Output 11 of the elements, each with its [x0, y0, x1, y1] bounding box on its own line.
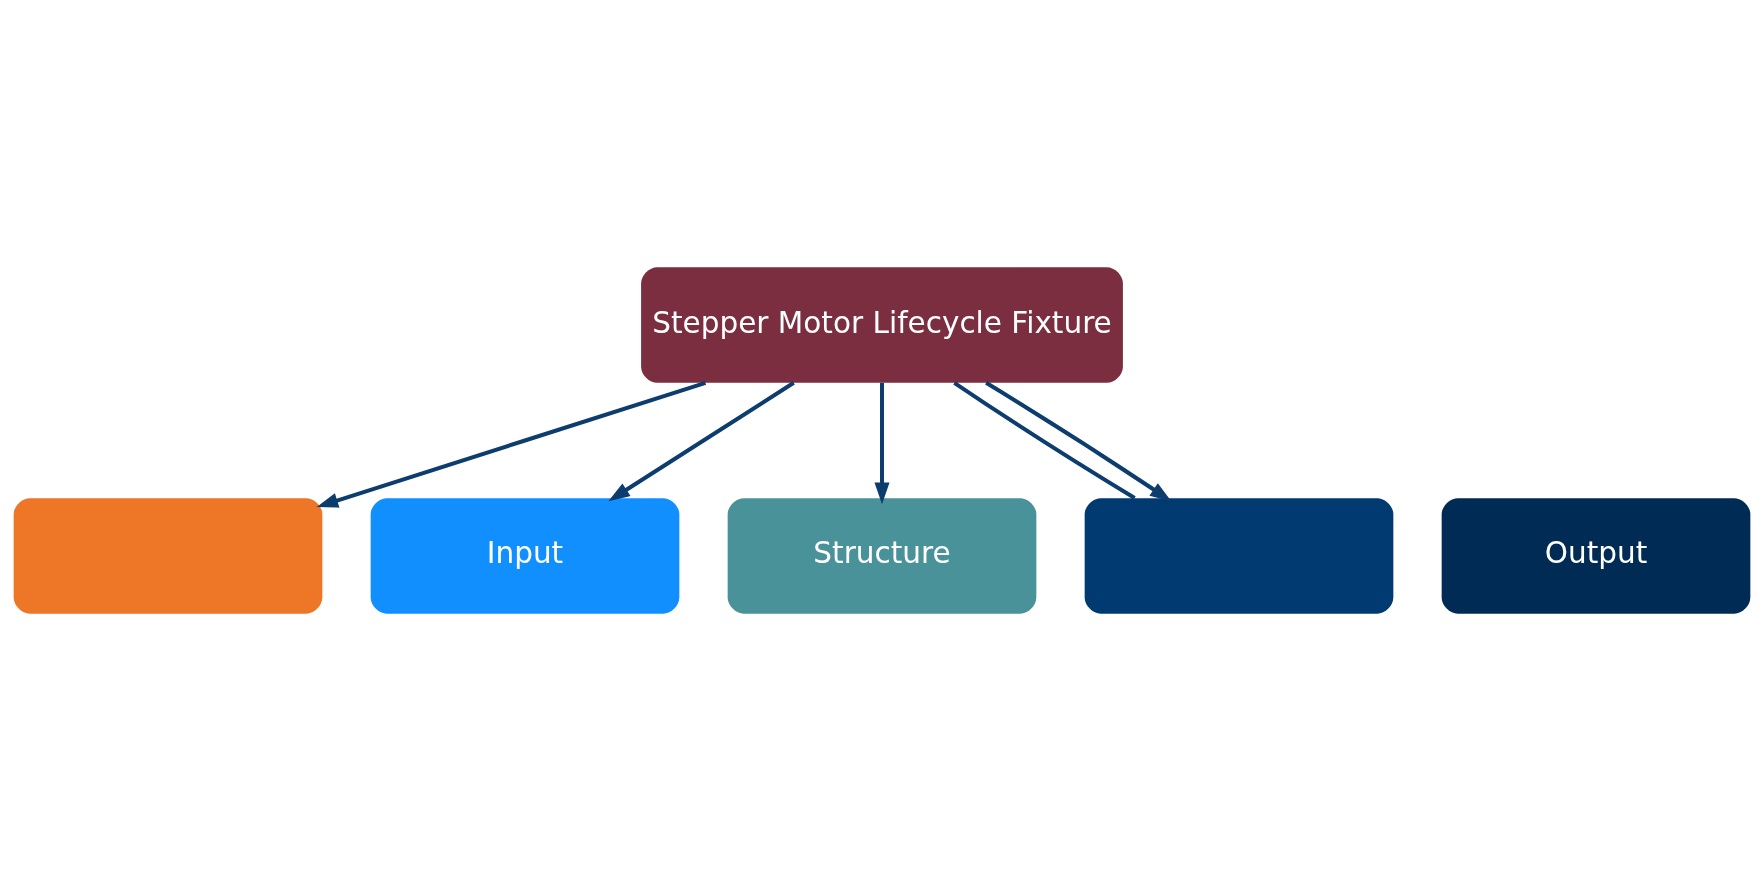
arrow: [985, 380, 1172, 501]
connector: [953, 380, 1136, 500]
node-box: [1084, 497, 1394, 614]
node-box: Structure: [727, 497, 1037, 614]
node-box: [13, 497, 323, 614]
arrow: [874, 382, 890, 504]
node-box: Input: [370, 497, 680, 614]
node-box: Output: [1441, 497, 1751, 614]
arrow: [608, 380, 795, 501]
node-box: Stepper Motor Lifecycle Fixture: [641, 266, 1123, 383]
arrow: [316, 380, 707, 508]
